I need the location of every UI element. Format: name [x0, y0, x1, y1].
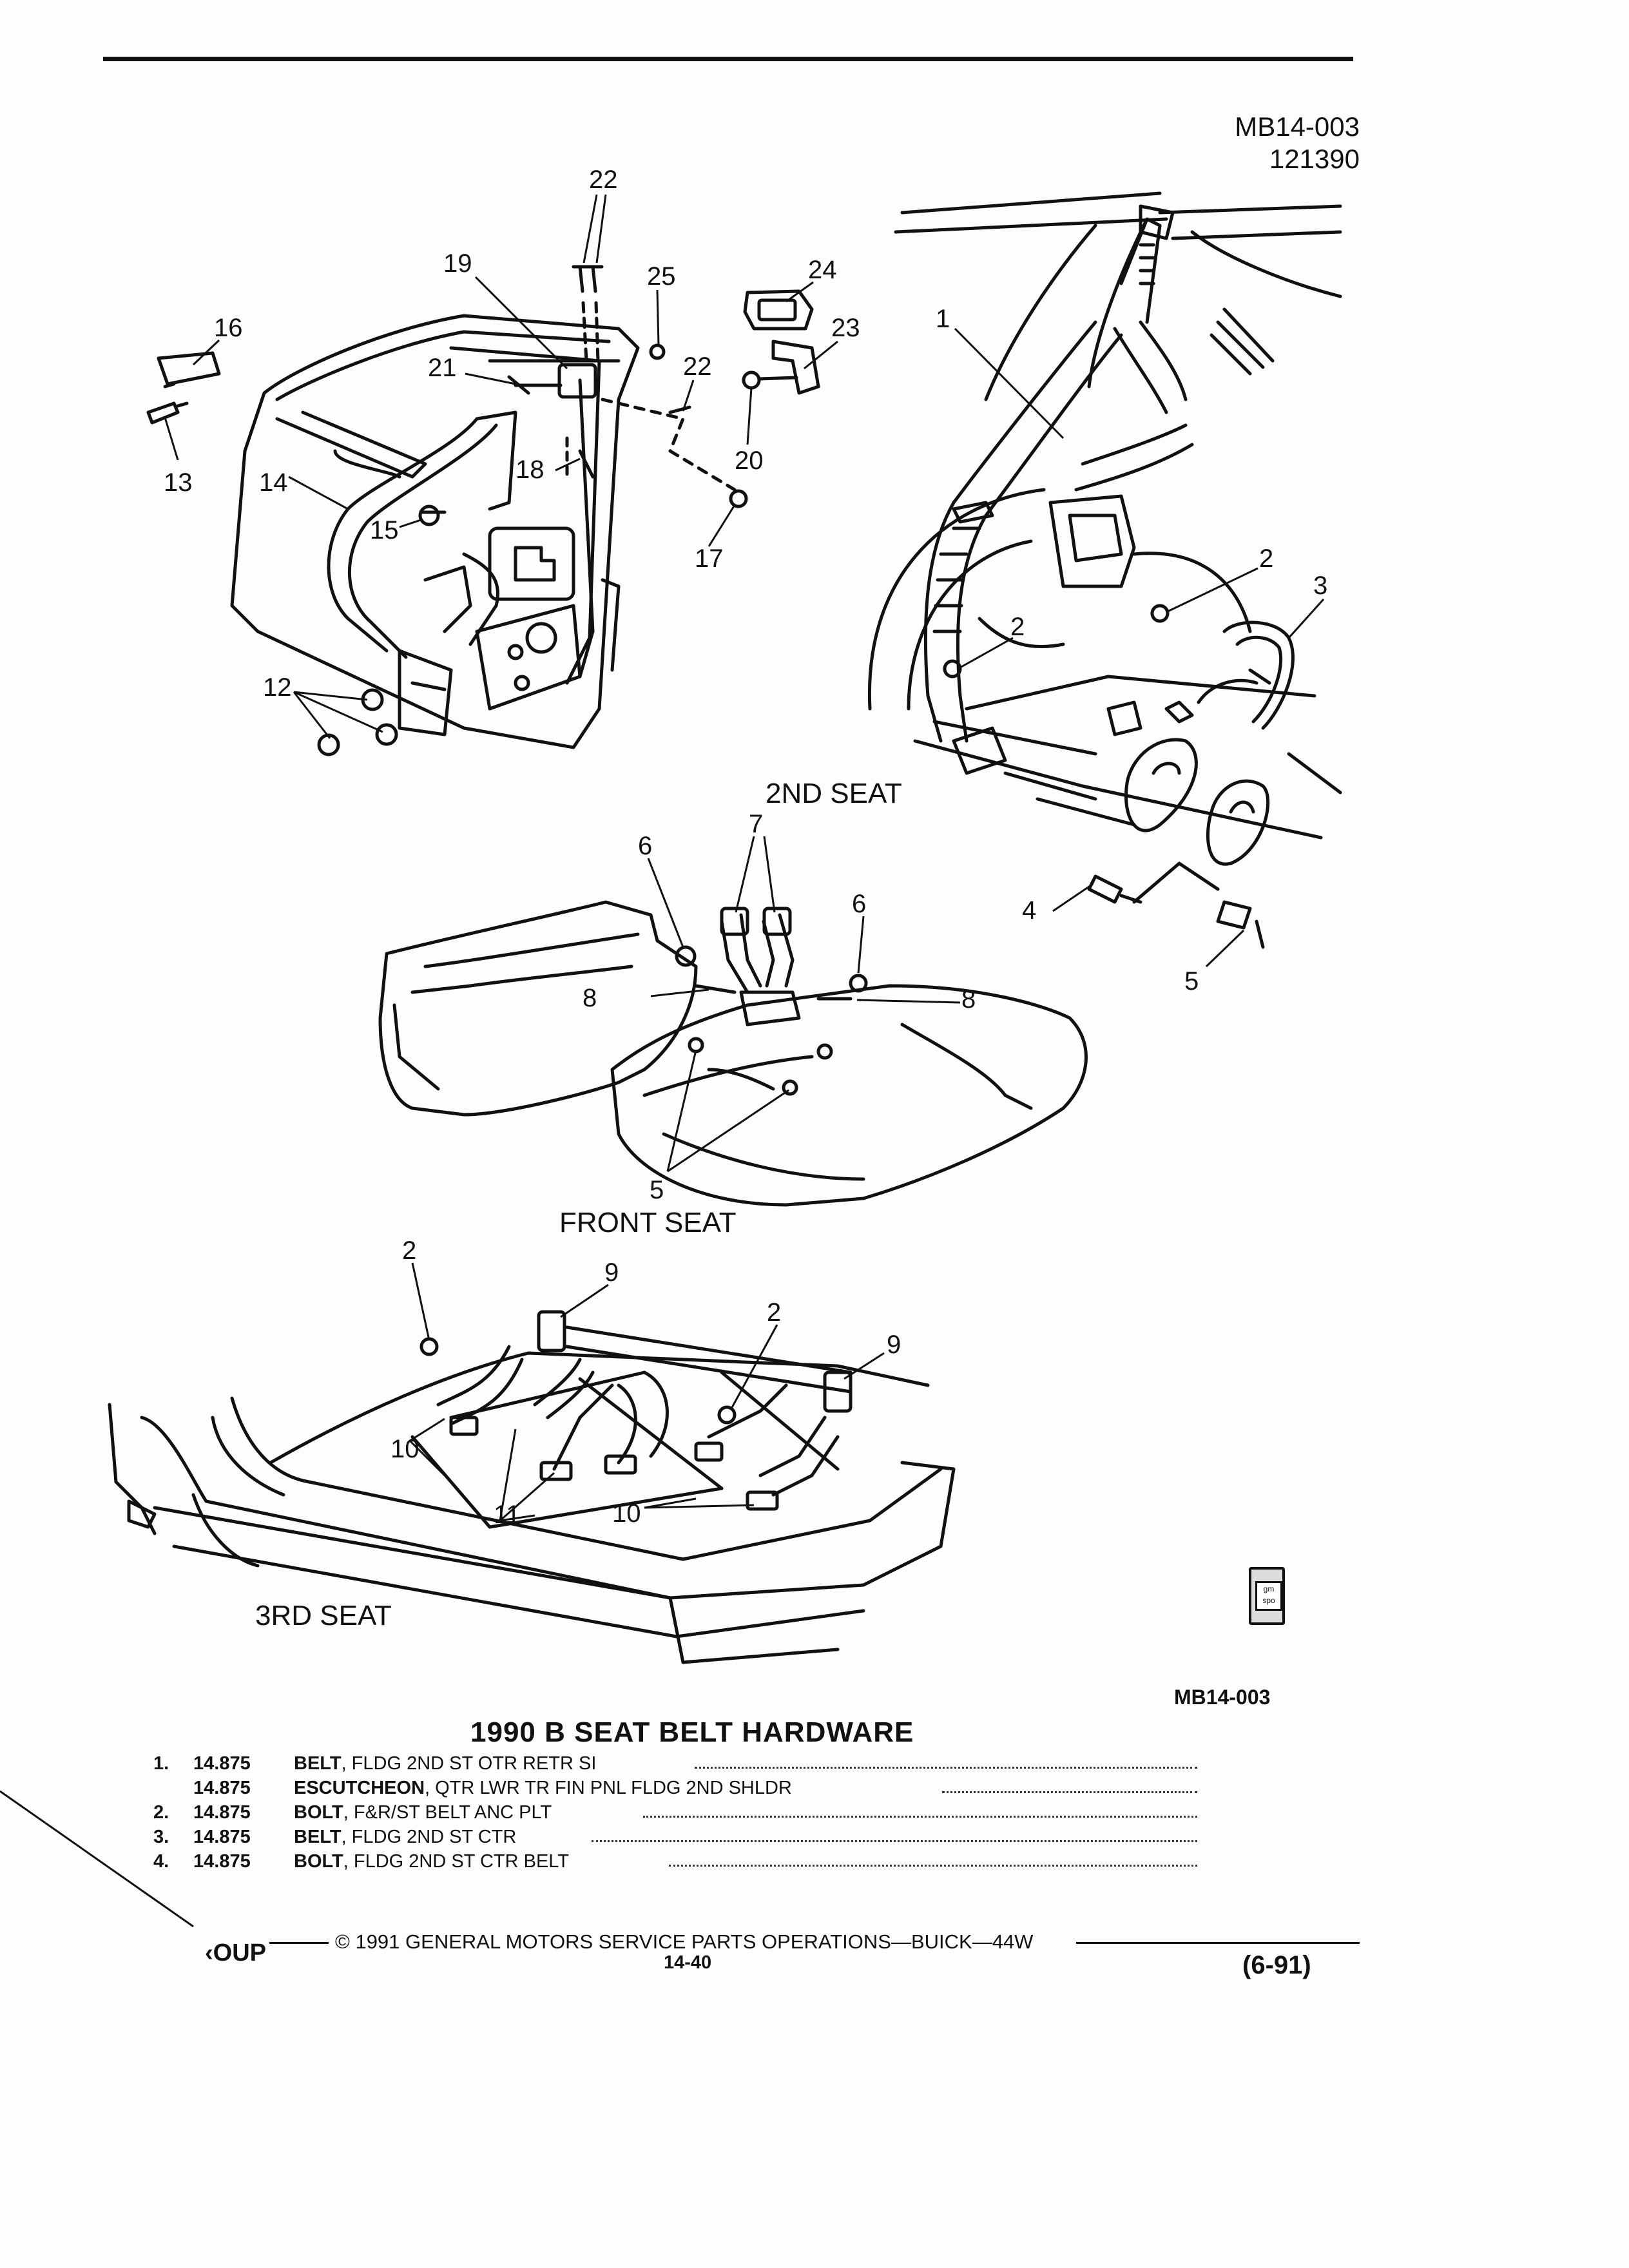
callout-14: 14: [259, 468, 288, 497]
callout-4: 4: [1022, 896, 1036, 925]
part-name: BOLT, F&R/ST BELT ANC PLT: [294, 1800, 552, 1825]
callout-16: 16: [214, 314, 243, 342]
leader-dots: [695, 1767, 1197, 1769]
parts-row: 2. 14.875 BOLT, F&R/ST BELT ANC PLT: [153, 1800, 1197, 1825]
part-desc: , QTR LWR TR FIN PNL FLDG 2ND SHLDR: [425, 1778, 792, 1798]
callout-9b: 9: [887, 1331, 901, 1359]
callout-22a: 22: [589, 166, 618, 194]
part-name-text: BELT: [294, 1753, 342, 1774]
part-number: 1.: [153, 1753, 169, 1774]
leader-dots: [942, 1791, 1197, 1793]
parts-list: 1. 14.875 BELT, FLDG 2ND ST OTR RETR SI …: [153, 1751, 1197, 1874]
callout-11: 11: [494, 1501, 521, 1529]
page-number: 14-40: [664, 1952, 712, 1973]
callout-21: 21: [428, 354, 457, 382]
figure-code-header: MB14-003 121390: [1235, 111, 1360, 175]
callout-8a: 8: [583, 984, 597, 1012]
part-number: 2.: [153, 1802, 169, 1823]
front-seat-drawing: [378, 900, 1088, 1207]
part-name: BELT, FLDG 2ND ST CTR: [294, 1825, 516, 1849]
part-name-text: BELT: [294, 1827, 342, 1847]
parts-row: 4. 14.875 BOLT, FLDG 2ND ST CTR BELT: [153, 1849, 1197, 1874]
third-seat-drawing: [108, 1310, 956, 1664]
part-name: ESCUTCHEON, QTR LWR TR FIN PNL FLDG 2ND …: [294, 1776, 792, 1800]
callout-25: 25: [647, 262, 676, 291]
top-rule: [103, 57, 1353, 61]
leader-dots: [592, 1840, 1197, 1842]
footer-copyright: © 1991 GENERAL MOTORS SERVICE PARTS OPER…: [335, 1930, 1034, 1953]
callout-22b: 22: [683, 352, 712, 381]
part-desc: , F&R/ST BELT ANC PLT: [343, 1802, 552, 1823]
leader-dots: [643, 1816, 1197, 1818]
part-name: BOLT, FLDG 2ND ST CTR BELT: [294, 1849, 569, 1874]
callout-6b: 6: [852, 890, 866, 918]
part-desc: , FLDG 2ND ST OTR RETR SI: [341, 1753, 597, 1774]
callout-12: 12: [263, 673, 292, 702]
label-3rd-seat: 3RD SEAT: [255, 1600, 392, 1631]
callout-2d: 2: [767, 1298, 781, 1327]
parts-row: 14.875 ESCUTCHEON, QTR LWR TR FIN PNL FL…: [153, 1776, 1197, 1800]
part-desc: , FLDG 2ND ST CTR: [341, 1827, 517, 1847]
callout-15: 15: [370, 516, 399, 544]
callout-1: 1: [936, 305, 950, 333]
part-ref: 14.875: [193, 1753, 251, 1774]
label-front-seat: FRONT SEAT: [559, 1207, 737, 1238]
part-ref: 14.875: [193, 1827, 251, 1847]
callout-19: 19: [443, 249, 472, 278]
part-ref: 14.875: [193, 1802, 251, 1823]
part-name-text: ESCUTCHEON: [294, 1778, 425, 1798]
part-desc: , FLDG 2ND ST CTR BELT: [343, 1851, 569, 1872]
callout-18: 18: [516, 456, 545, 484]
figure-code-bottom: MB14-003: [1174, 1686, 1271, 1709]
callout-8b: 8: [961, 985, 976, 1014]
callout-20: 20: [735, 447, 764, 475]
part-name-text: BOLT: [294, 1802, 343, 1823]
callout-23: 23: [831, 314, 860, 342]
callout-2a: 2: [1259, 544, 1273, 573]
callout-24: 24: [808, 256, 837, 284]
section-title: 1990 B SEAT BELT HARDWARE: [470, 1716, 914, 1748]
callout-17: 17: [695, 544, 724, 573]
part-ref: 14.875: [193, 1778, 251, 1798]
callout-2b: 2: [1010, 613, 1025, 641]
callout-5a: 5: [1184, 967, 1199, 995]
figure-date: 121390: [1269, 144, 1360, 174]
second-seat-drawing: [867, 191, 1342, 949]
callout-5b: 5: [650, 1176, 664, 1204]
footer-date: (6-91): [1242, 1951, 1311, 1979]
part-name-text: BOLT: [294, 1851, 343, 1872]
part-ref: 14.875: [193, 1851, 251, 1872]
parts-row: 1. 14.875 BELT, FLDG 2ND ST OTR RETR SI: [153, 1751, 1197, 1776]
callout-3: 3: [1313, 572, 1327, 600]
footer-rule-right: [1076, 1942, 1360, 1944]
footer-rule-left: [269, 1942, 329, 1944]
callout-7: 7: [749, 810, 763, 838]
footer-group: ‹OUP: [205, 1939, 266, 1966]
callout-13: 13: [164, 468, 193, 497]
figure-code: MB14-003: [1235, 111, 1360, 142]
escutcheon-bracket-drawing: [742, 289, 820, 395]
callout-2c: 2: [402, 1236, 416, 1265]
part-number: 4.: [153, 1851, 169, 1872]
part-number: 3.: [153, 1827, 169, 1847]
callout-6a: 6: [638, 832, 652, 860]
callout-9a: 9: [604, 1258, 619, 1287]
parts-row: 3. 14.875 BELT, FLDG 2ND ST CTR: [153, 1825, 1197, 1849]
callout-10b: 10: [612, 1499, 641, 1528]
leader-dots: [669, 1865, 1197, 1867]
label-2nd-seat: 2ND SEAT: [766, 778, 902, 809]
part-name: BELT, FLDG 2ND ST OTR RETR SI: [294, 1751, 596, 1776]
callout-10a: 10: [390, 1435, 419, 1463]
